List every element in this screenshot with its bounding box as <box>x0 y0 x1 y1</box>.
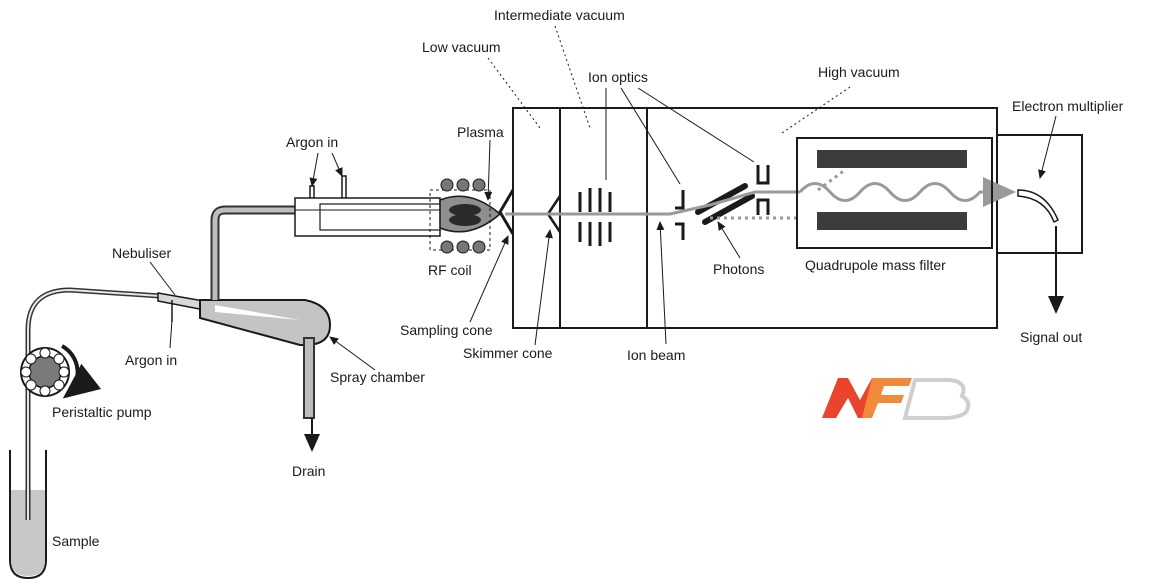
label-low-vacuum: Low vacuum <box>422 39 501 55</box>
peristaltic-pump <box>20 344 102 399</box>
label-rf-coil: RF coil <box>428 262 472 278</box>
sampling-cone <box>498 189 515 235</box>
label-plasma: Plasma <box>457 124 504 140</box>
ion-optics-lenses <box>578 165 770 246</box>
label-argon-in-top: Argon in <box>286 134 338 150</box>
label-ion-beam: Ion beam <box>627 347 685 363</box>
label-high-vacuum: High vacuum <box>818 64 900 80</box>
label-signal-out: Signal out <box>1020 329 1082 345</box>
watermark-logo <box>822 378 971 420</box>
label-drain: Drain <box>292 463 325 479</box>
label-nebuliser: Nebuliser <box>112 245 171 261</box>
label-sampling-cone: Sampling cone <box>400 322 493 338</box>
torch <box>294 175 441 237</box>
label-photons: Photons <box>713 261 764 277</box>
plasma <box>439 195 502 233</box>
label-peristaltic-pump: Peristaltic pump <box>52 404 152 420</box>
rf-coil <box>429 178 491 254</box>
sample-tubing <box>25 287 161 520</box>
spray-chamber <box>199 299 332 419</box>
transfer-tube <box>210 205 300 300</box>
leader-lines <box>149 25 1057 371</box>
label-skimmer-cone: Skimmer cone <box>463 345 553 361</box>
electron-multiplier <box>1017 189 1059 224</box>
label-intermediate-vacuum: Intermediate vacuum <box>494 7 625 23</box>
label-quadrupole: Quadrupole mass filter <box>805 257 946 273</box>
ion-beam <box>505 168 1016 220</box>
sample-vial <box>9 450 47 580</box>
label-ion-optics: Ion optics <box>588 69 648 85</box>
label-spray-chamber: Spray chamber <box>330 369 425 385</box>
quadrupole-mass-filter <box>796 137 993 249</box>
label-sample: Sample <box>52 533 100 549</box>
label-electron-multiplier: Electron multiplier <box>1012 98 1124 114</box>
label-argon-in-bottom: Argon in <box>125 352 177 368</box>
